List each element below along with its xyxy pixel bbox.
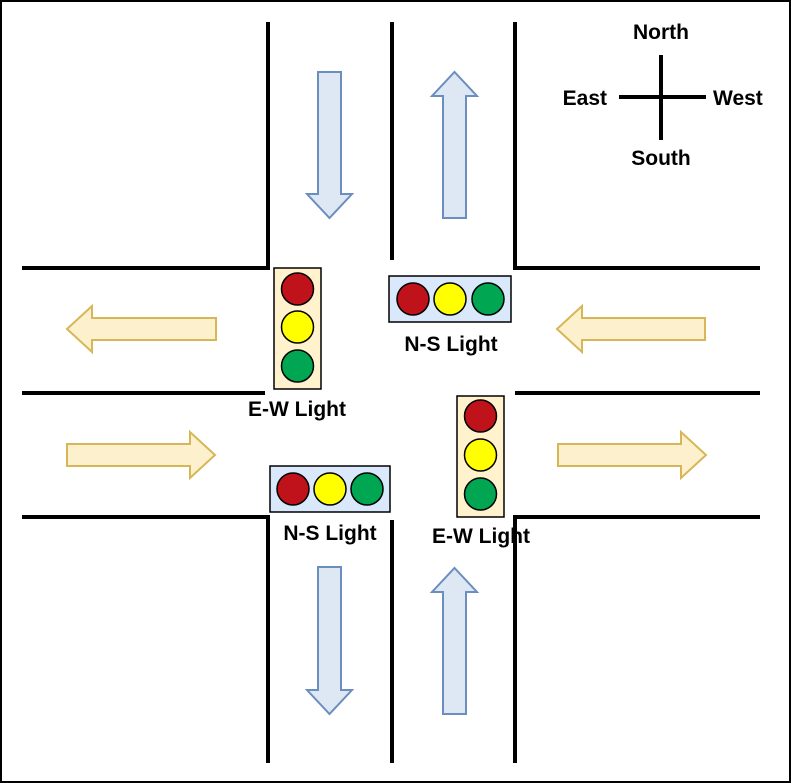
ew-light-left-yellow-lamp	[280, 310, 315, 344]
ns-light-top-green-lamp	[471, 282, 505, 316]
arrow-northbound-north-lane	[429, 70, 480, 219]
ns-traffic-light-bottom	[269, 465, 391, 513]
compass-east-label: East	[563, 87, 607, 110]
ew-light-right-yellow-lamp	[463, 438, 498, 472]
ew-light-left-red-lamp	[280, 272, 315, 306]
arrow-westbound-west-lane	[65, 303, 217, 355]
compass: North South East West	[563, 21, 763, 170]
compass-south-label: South	[631, 147, 690, 170]
ew-light-right-label: E-W Light	[432, 525, 530, 548]
ew-light-right-green-lamp	[463, 477, 498, 511]
ew-light-left-label: E-W Light	[248, 398, 346, 421]
ns-light-bottom-green-lamp	[350, 472, 384, 506]
arrow-southbound-south-lane	[304, 566, 355, 716]
ns-light-top-red-lamp	[396, 282, 430, 316]
arrow-northbound-south-lane	[429, 566, 480, 715]
arrow-southbound-north-lane	[304, 71, 355, 220]
road-edges	[22, 22, 760, 763]
road-edge-se	[513, 515, 760, 763]
ns-light-bottom-yellow-lamp	[313, 472, 347, 506]
road-edge-nw	[22, 22, 270, 270]
traffic-arrows	[65, 70, 708, 716]
arrow-westbound-east-lane	[555, 303, 706, 355]
ew-light-left-green-lamp	[280, 349, 315, 383]
ns-light-bottom-label: N-S Light	[283, 522, 376, 545]
road-edge-ne	[513, 22, 760, 270]
ew-traffic-light-right	[456, 395, 505, 518]
compass-north-label: North	[633, 21, 689, 44]
arrow-eastbound-west-lane	[66, 429, 217, 481]
ns-light-top-yellow-lamp	[433, 282, 467, 316]
road-edge-sw	[22, 515, 270, 763]
ns-light-top-label: N-S Light	[404, 333, 497, 356]
compass-west-label: West	[713, 87, 763, 110]
ew-traffic-light-left	[273, 267, 322, 390]
ns-traffic-light-top	[388, 275, 512, 323]
arrow-eastbound-east-lane	[557, 429, 708, 481]
ns-light-bottom-red-lamp	[276, 472, 310, 506]
ew-light-right-red-lamp	[463, 399, 498, 433]
